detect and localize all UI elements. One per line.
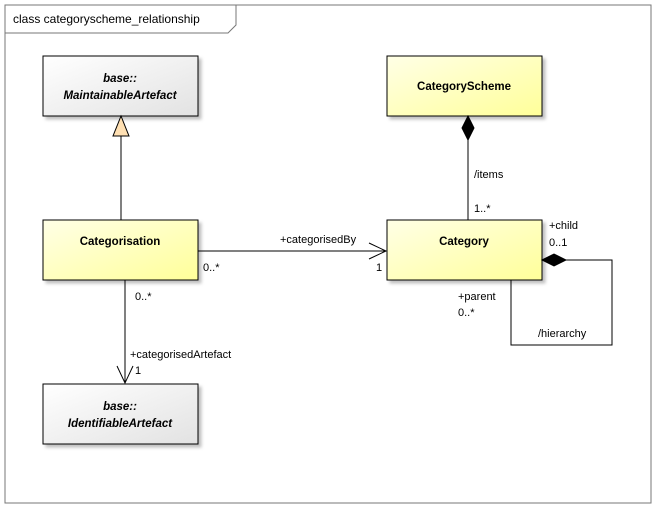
multiplicity-label: 0..*: [203, 262, 220, 274]
class-categorisation[interactable]: Categorisation: [42, 219, 199, 281]
multiplicity-label: 0..*: [458, 307, 475, 319]
association-name: /hierarchy: [538, 328, 587, 340]
role-label: +child: [549, 220, 578, 232]
class-package-prefix: base::: [103, 401, 137, 413]
multiplicity-label: 1..*: [474, 203, 491, 215]
class-name: Category: [439, 236, 489, 248]
multiplicity-label: 0..1: [549, 237, 567, 249]
class-name: MaintainableArtefact: [63, 90, 177, 102]
generalization-edge[interactable]: [112, 114, 130, 220]
association-categorised-artefact[interactable]: 0..* +categorisedArtefact 1: [116, 280, 231, 385]
composition-diamond: [540, 253, 568, 267]
class-package-prefix: base::: [103, 73, 137, 85]
class-name: CategoryScheme: [417, 81, 511, 93]
class-identifiable-artefact[interactable]: base:: IdentifiableArtefact: [42, 383, 199, 445]
composition-items[interactable]: /items 1..*: [461, 114, 504, 220]
role-label: +parent: [458, 291, 496, 303]
class-name: IdentifiableArtefact: [68, 418, 173, 430]
open-arrowhead: [368, 242, 388, 260]
multiplicity-label: 1: [376, 262, 382, 274]
multiplicity-label: 0..*: [135, 291, 152, 303]
class-name: Categorisation: [80, 236, 161, 248]
generalization-arrowhead: [112, 114, 130, 137]
class-category-scheme[interactable]: CategoryScheme: [386, 55, 543, 117]
role-label: +categorisedArtefact: [130, 349, 231, 361]
composition-hierarchy[interactable]: +child 0..1 +parent 0..* /hierarchy: [458, 220, 613, 346]
association-name: /items: [474, 169, 504, 181]
frame-tab: [5, 5, 237, 34]
multiplicity-label: 1: [135, 365, 141, 377]
association-categorised-by[interactable]: +categorisedBy 0..* 1: [198, 234, 388, 274]
open-arrowhead: [116, 365, 134, 385]
role-label: +categorisedBy: [280, 234, 357, 246]
composition-diamond: [461, 114, 475, 142]
frame-title: class categoryscheme_relationship: [13, 12, 200, 26]
class-maintainable-artefact[interactable]: base:: MaintainableArtefact: [42, 55, 199, 117]
class-category[interactable]: Category: [386, 219, 543, 281]
